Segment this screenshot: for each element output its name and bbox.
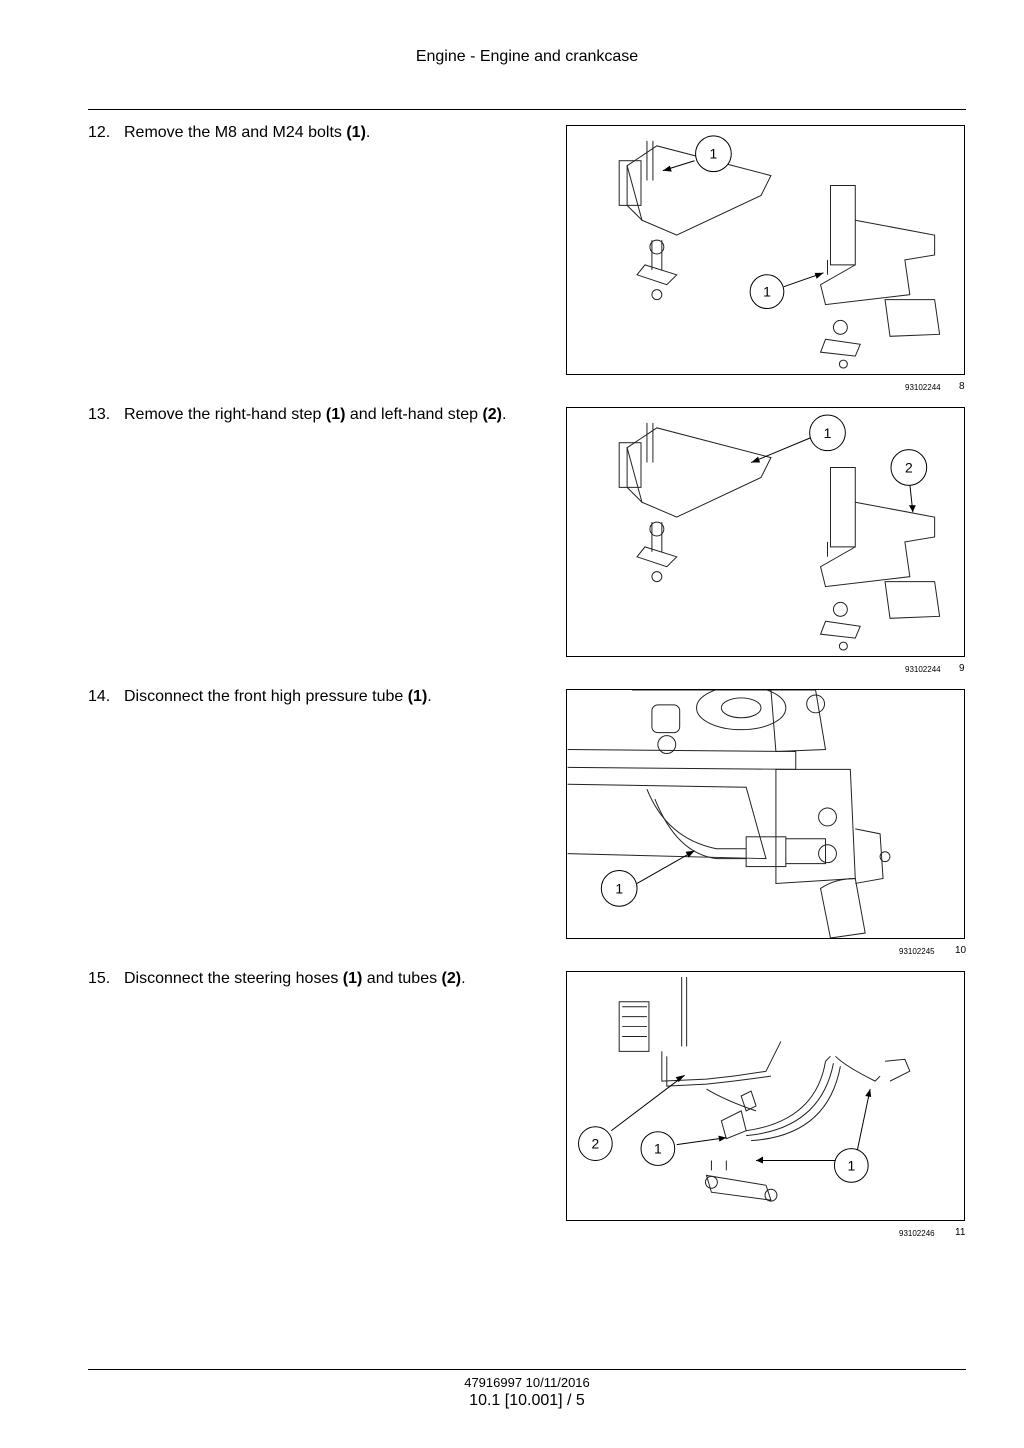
doc-id: 47916997 10/11/2016 [464, 1375, 590, 1390]
pressure-tube-illustration: 1 [567, 690, 891, 938]
page-number: 10.1 [10.001] / 5 [469, 1392, 585, 1409]
callout-1: 1 [763, 284, 771, 300]
figure-number: 9 [959, 663, 965, 674]
step-15: 15. Disconnect the steering hoses (1) and… [88, 970, 548, 988]
step-text: and left-hand step [345, 406, 483, 423]
callout-2: 2 [592, 1136, 600, 1152]
step-14: 14. Disconnect the front high pressure tu… [88, 688, 548, 706]
figure-ref: 93102244 [905, 665, 941, 674]
figure-number: 10 [955, 945, 967, 956]
step-bracket-illustration: 1 2 [618, 414, 941, 651]
step-12: 12. Remove the M8 and M24 bolts (1). [88, 124, 548, 142]
step-text-end: . [365, 124, 371, 141]
callout-ref: (1) [407, 688, 428, 705]
step-text: Remove the right-hand step [124, 406, 326, 423]
callout-ref: (1) [325, 406, 346, 423]
callout-ref: (1) [346, 124, 366, 141]
figure-11: 2 1 1 [566, 971, 965, 1221]
footer-rule [88, 1369, 966, 1370]
callout-1: 1 [710, 146, 718, 162]
callout-ref: (2) [482, 406, 502, 423]
callout-1: 1 [615, 880, 623, 896]
figure-ref: 93102244 [905, 383, 941, 392]
step-number: 13. [88, 406, 111, 423]
step-13: 13. Remove the right-hand step (1) and le… [88, 406, 548, 424]
callout-2: 2 [905, 459, 913, 475]
step-text: and tubes [362, 970, 442, 987]
figure-number: 8 [959, 381, 965, 392]
step-number: 14. [88, 688, 111, 705]
step-text-end: . [427, 688, 432, 705]
step-text-end: . [461, 970, 466, 987]
figure-8: 1 1 [566, 125, 965, 375]
page-header: Engine - Engine and crankcase [415, 48, 639, 65]
callout-1: 1 [847, 1157, 855, 1173]
callout-ref: (1) [342, 970, 363, 987]
step-text: Disconnect the front high pressure tube [124, 688, 408, 705]
figure-ref: 93102245 [899, 947, 935, 956]
step-bracket-illustration: 1 1 [618, 135, 941, 369]
step-text: Disconnect the steering hoses [124, 970, 343, 987]
figure-ref: 93102246 [899, 1229, 935, 1238]
callout-1: 1 [654, 1141, 662, 1157]
callout-1: 1 [824, 425, 832, 441]
figure-9: 1 2 [566, 407, 965, 657]
header-rule [88, 109, 966, 110]
step-text-end: . [502, 406, 507, 423]
step-number: 12. [88, 124, 111, 141]
figure-10: 1 [566, 689, 965, 939]
figure-number: 11 [955, 1227, 966, 1238]
step-text: Remove the M8 and M24 bolts [124, 124, 347, 141]
callout-ref: (2) [441, 970, 462, 987]
step-number: 15. [88, 970, 111, 987]
steering-hoses-illustration: 2 1 1 [578, 976, 911, 1202]
